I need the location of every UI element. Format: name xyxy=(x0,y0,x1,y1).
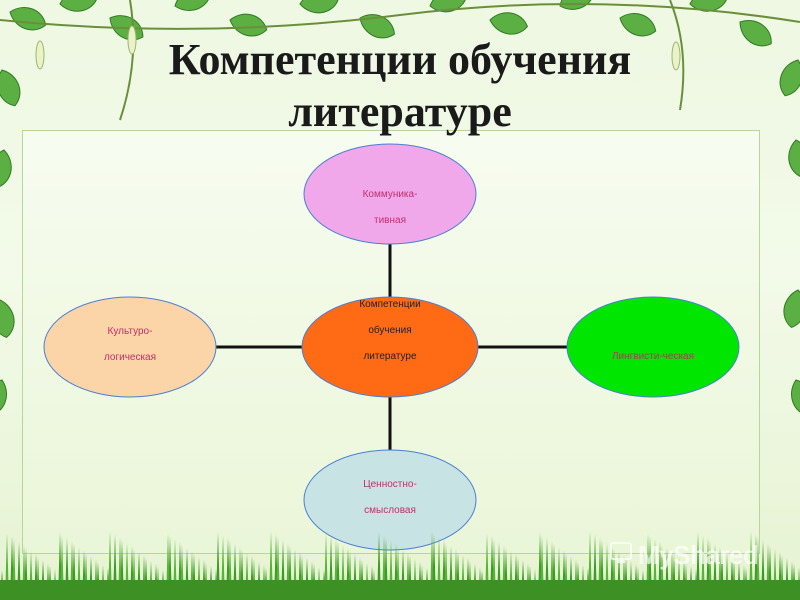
node-center-ellipse xyxy=(301,296,479,398)
watermark-icon xyxy=(610,542,632,563)
node-top-ellipse xyxy=(303,143,477,245)
node-bottom-label: Ценностно- смысловая xyxy=(363,479,417,516)
node-right-ellipse xyxy=(566,296,740,398)
node-left-ellipse xyxy=(43,296,217,398)
node-left-label: Культуро- логическая xyxy=(103,326,157,363)
node-top-label: Коммуника- тивная xyxy=(362,189,418,226)
node-right-label: Лингвисти-ческая xyxy=(611,351,695,362)
slide-title: Компетенции обучения литературе xyxy=(0,34,800,138)
node-bottom-ellipse xyxy=(303,449,477,551)
slide-title-line1: Компетенции обучения xyxy=(168,35,632,84)
watermark-text: MyShared xyxy=(638,540,759,570)
grass-decoration xyxy=(0,531,800,600)
watermark: MyShared xyxy=(638,540,759,571)
node-center-label: Компетенции обучения литературе xyxy=(359,299,421,362)
slide-title-line2: литературе xyxy=(288,87,512,136)
connectors xyxy=(216,244,568,450)
